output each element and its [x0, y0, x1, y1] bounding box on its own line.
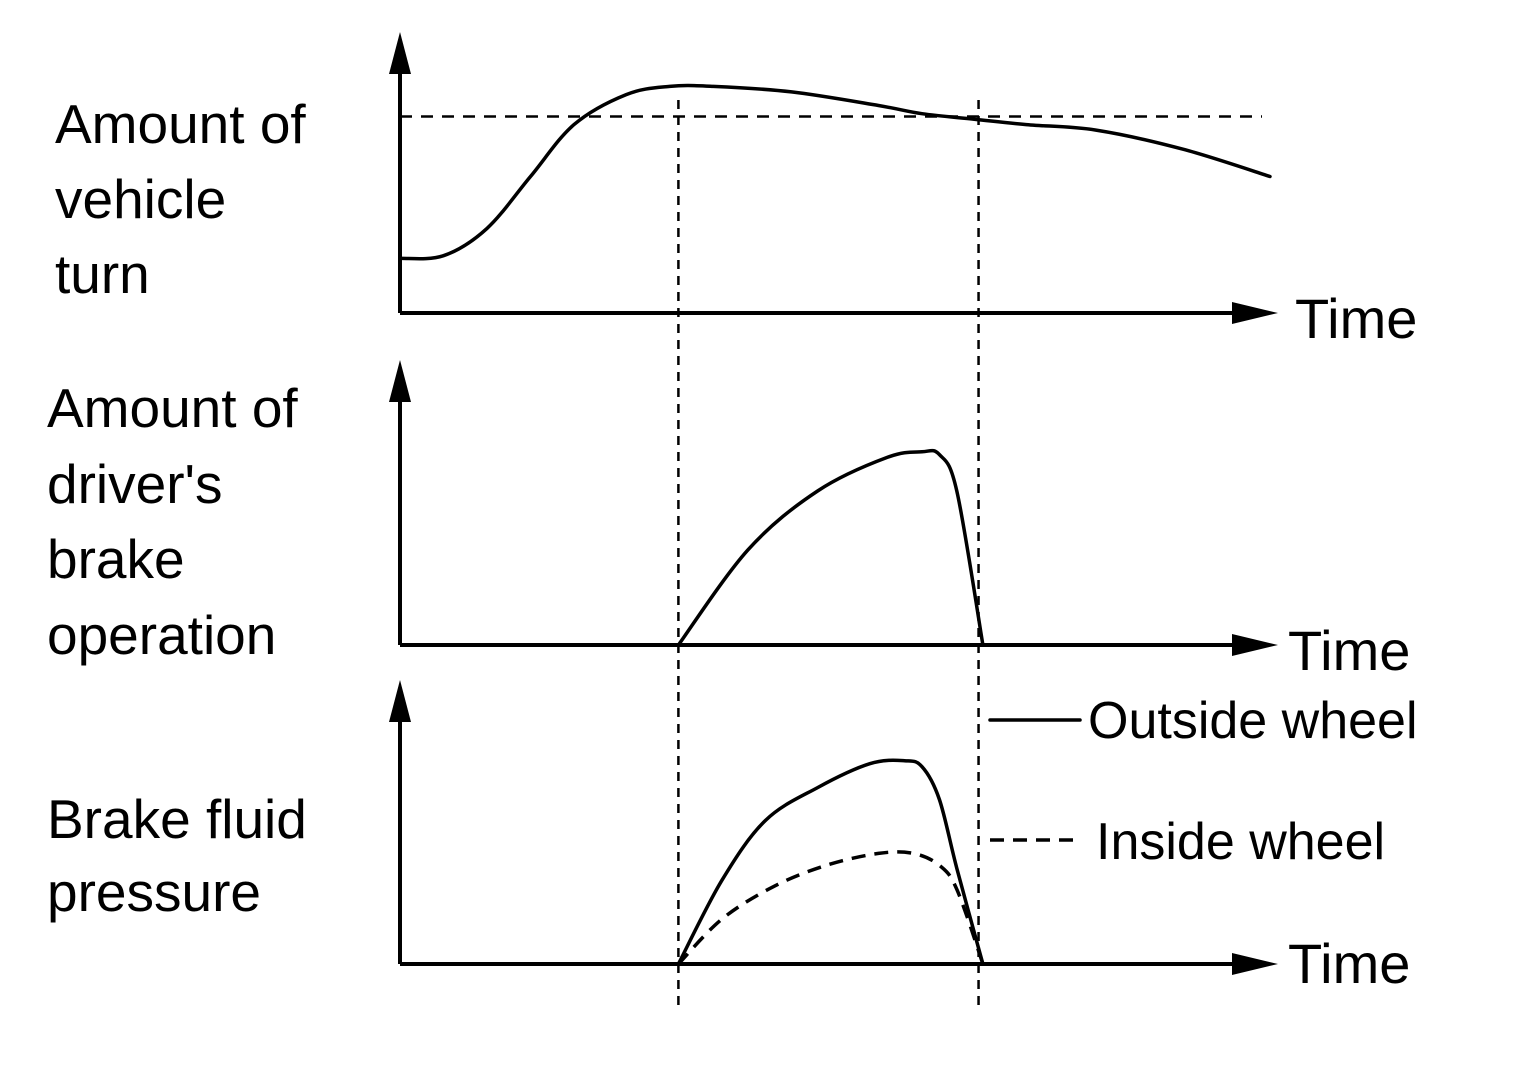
- x-axis-arrow: [1232, 634, 1278, 656]
- series-line-brake-op-0: [676, 448, 985, 647]
- y-axis-label: driver's: [47, 453, 223, 515]
- x-axis-label: Time: [1288, 619, 1410, 682]
- series-line-inside-wheel: [677, 850, 985, 966]
- x-axis-arrow: [1232, 302, 1278, 324]
- y-axis-label: Amount of: [47, 377, 298, 439]
- legend-label: Outside wheel: [1088, 692, 1418, 750]
- panel-brake-op: Amount of driver's brake operation Time: [47, 360, 1410, 682]
- y-axis-label: turn: [55, 243, 150, 305]
- y-axis-label: operation: [47, 604, 276, 666]
- y-axis-label: Brake fluid: [47, 788, 307, 850]
- y-axis-label: pressure: [47, 861, 261, 923]
- x-axis-label: Time: [1288, 932, 1410, 995]
- legend-label: Inside wheel: [1096, 813, 1385, 871]
- x-axis-arrow: [1232, 953, 1278, 975]
- series-line-turn-0: [398, 83, 1272, 261]
- y-axis-label: vehicle: [55, 168, 226, 230]
- y-axis-label: Amount of: [55, 93, 306, 155]
- y-axis-arrow: [389, 360, 411, 402]
- x-axis-label: Time: [1295, 287, 1417, 350]
- y-axis-label: brake: [47, 528, 185, 590]
- y-axis-arrow: [389, 32, 411, 74]
- time-marker-lines: [677, 100, 980, 1010]
- series-line-outside-wheel: [676, 758, 985, 966]
- y-axis-arrow: [389, 680, 411, 722]
